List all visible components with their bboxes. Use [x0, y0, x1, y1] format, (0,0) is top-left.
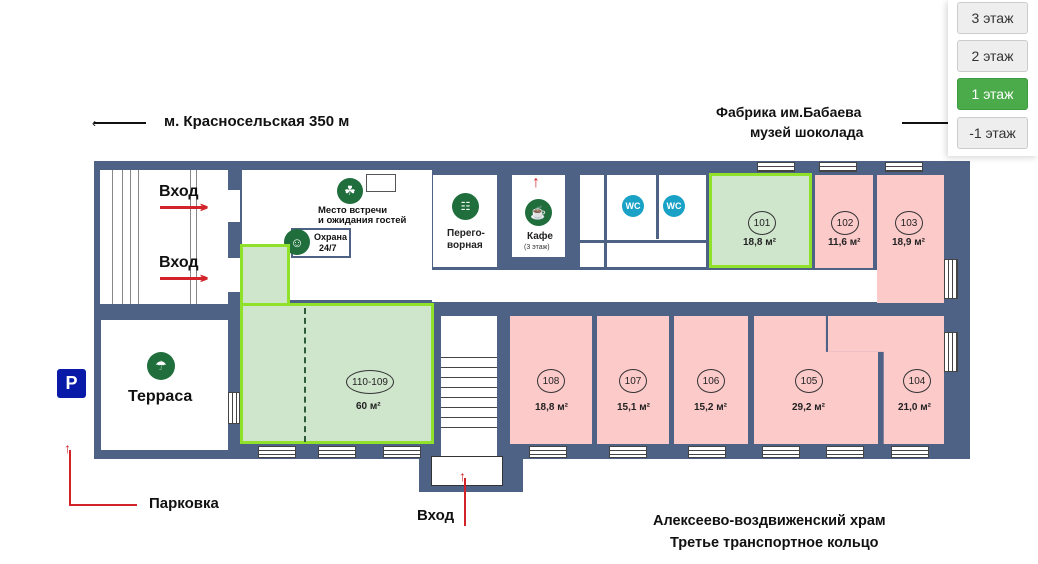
terrace-window	[228, 392, 240, 424]
room-101-number: 101	[748, 211, 776, 235]
meeting-place-icon: ☘	[337, 178, 363, 204]
room-103-number: 103	[895, 211, 923, 235]
parking-arrow-horizontal	[69, 504, 137, 506]
room-106-area: 15,2 м²	[694, 402, 727, 413]
floor-button-minus1[interactable]: -1 этаж	[957, 117, 1028, 149]
meeting-place-label-2: и ожидания гостей	[318, 215, 407, 226]
bottom-entrance-label: Вход	[417, 507, 455, 524]
floor-button-2[interactable]: 2 этаж	[957, 40, 1028, 72]
wc-partition-1	[604, 175, 607, 267]
bottom-entrance-arrow-head: ↑	[459, 468, 466, 484]
wc-partition-2	[656, 175, 659, 239]
parking-arrow-head: ↑	[64, 440, 71, 456]
corridor-top	[432, 270, 944, 302]
cafe-note: (3 этаж)	[524, 244, 550, 251]
floor-selector: 3 этаж 2 этаж 1 этаж -1 этаж	[948, 0, 1038, 156]
entrance-arrow-middle	[160, 277, 206, 280]
room-101-area: 18,8 м²	[743, 237, 776, 248]
terrace-icon: ☂	[147, 352, 175, 380]
window-bottom-105a	[762, 446, 800, 458]
terrace	[101, 320, 228, 450]
room-103-area: 18,9 м²	[892, 237, 925, 248]
room-104-window	[944, 332, 958, 372]
window-bottom-105b	[826, 446, 864, 458]
cafe-label: Кафе	[527, 231, 553, 242]
entrance-label-middle: Вход	[159, 254, 199, 271]
entrance-arrow-top	[160, 206, 206, 209]
room-107-area: 15,1 м²	[617, 402, 650, 413]
room-110-annex[interactable]	[240, 244, 290, 306]
room-110-109-number: 110-109	[346, 370, 394, 394]
sofa-furniture	[366, 174, 396, 192]
parking-arrow-vertical	[69, 450, 71, 506]
wc-icon-2: WC	[663, 195, 685, 217]
negotiation-icon: ☷	[452, 193, 479, 220]
left-stairs-area	[100, 170, 228, 304]
cafe-up-arrow: ↑	[532, 174, 540, 191]
wc-partition-3	[580, 240, 706, 243]
room-104-area: 21,0 м²	[898, 402, 931, 413]
terrace-label: Терраса	[128, 388, 193, 405]
room-102-number: 102	[831, 211, 859, 235]
negotiation-label-2: ворная	[447, 240, 483, 251]
room-104-number: 104	[903, 369, 931, 393]
entrance-door-top[interactable]	[228, 190, 240, 222]
room-108-area: 18,8 м²	[535, 402, 568, 413]
entrance-door-middle[interactable]	[228, 258, 240, 292]
window-top-103	[885, 162, 923, 172]
entrance-arrow-middle-head: >	[200, 270, 209, 286]
room-110-109[interactable]	[240, 303, 434, 444]
metro-label: м. Красносельская 350 м	[164, 113, 350, 130]
floor-button-3[interactable]: 3 этаж	[957, 2, 1028, 34]
room-105-area: 29,2 м²	[792, 402, 825, 413]
window-bottom-108	[529, 446, 567, 458]
window-bottom-2	[318, 446, 356, 458]
floor-button-1[interactable]: 1 этаж	[957, 78, 1028, 110]
entrance-vestibule[interactable]	[431, 456, 503, 486]
window-top-102	[819, 162, 857, 172]
window-bottom-3	[383, 446, 421, 458]
room-107-number: 107	[619, 369, 647, 393]
negotiation-label-1: Перего-	[447, 228, 485, 239]
security-label-2: 24/7	[319, 243, 337, 253]
factory-label-line2: музей шоколада	[750, 124, 864, 140]
negotiation-room	[433, 175, 497, 267]
entrance-label-top: Вход	[159, 183, 199, 200]
factory-arrow	[902, 122, 948, 124]
window-top-101	[757, 162, 795, 172]
room-108-number: 108	[537, 369, 565, 393]
metro-arrow-head: ‹	[92, 116, 96, 130]
wc-block	[580, 175, 706, 267]
bottom-entrance-arrow	[464, 478, 466, 526]
room-110-109-area: 60 м²	[356, 401, 381, 412]
room-106-number: 106	[697, 369, 725, 393]
church-label-line1: Алексеево-воздвиженский храм	[653, 513, 886, 529]
church-label-line2: Третье транспортное кольцо	[670, 535, 879, 551]
meeting-place-label-1: Место встречи	[318, 205, 388, 216]
room-103-window	[944, 259, 958, 299]
entrance-arrow-top-head: >	[200, 199, 209, 215]
wc-icon-1: WC	[622, 195, 644, 217]
parking-label: Парковка	[149, 495, 219, 512]
central-stairwell	[441, 316, 497, 456]
parking-sign: P	[57, 369, 86, 398]
security-label-1: Охрана	[314, 232, 347, 242]
window-bottom-1	[258, 446, 296, 458]
window-bottom-104	[891, 446, 929, 458]
window-bottom-107	[609, 446, 647, 458]
room-105-number: 105	[795, 369, 823, 393]
room-110-109-partition	[304, 308, 306, 442]
room-102-area: 11,6 м²	[828, 237, 861, 248]
room-103[interactable]	[877, 175, 944, 303]
cafe-icon: ☕	[525, 199, 552, 226]
factory-label-line1: Фабрика им.Бабаева	[716, 104, 862, 120]
window-bottom-106	[688, 446, 726, 458]
metro-arrow	[94, 122, 146, 124]
